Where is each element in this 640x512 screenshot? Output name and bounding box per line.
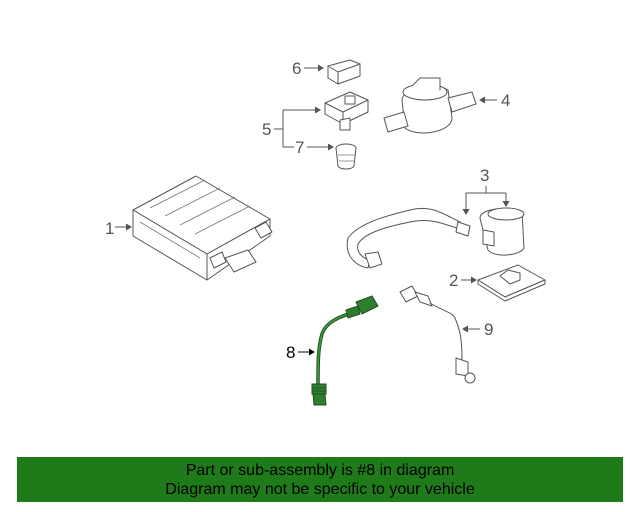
part-4-purge-valve[interactable] [383, 77, 477, 134]
svg-text:8: 8 [286, 343, 295, 362]
svg-text:5: 5 [262, 120, 271, 139]
svg-text:1: 1 [105, 219, 114, 238]
part-9-sensor[interactable] [399, 285, 476, 384]
callout-8: 8 [286, 343, 315, 362]
callout-9: 9 [462, 320, 493, 339]
svg-text:7: 7 [295, 138, 304, 157]
callout-6: 6 [292, 59, 324, 78]
part-6-clip[interactable] [327, 59, 361, 85]
part-5-valve[interactable] [324, 91, 369, 131]
callout-7: 7 [295, 138, 334, 157]
svg-text:3: 3 [480, 166, 489, 185]
callout-3: 3 [462, 166, 510, 215]
banner-line-1: Part or sub-assembly is #8 in diagram [185, 461, 455, 479]
part-1-canister[interactable] [132, 175, 273, 281]
svg-text:4: 4 [501, 91, 510, 110]
parts-diagram: 1 2 3 4 5 6 7 8 9 [105, 59, 546, 406]
part-8-sensor-highlighted[interactable] [311, 295, 379, 406]
part-3-hose-assembly[interactable] [346, 207, 525, 269]
info-banner: Part or sub-assembly is #8 in diagram Di… [17, 457, 623, 502]
callout-1: 1 [105, 219, 132, 238]
callout-5: 5 [262, 106, 321, 148]
part-2-bracket[interactable] [477, 264, 546, 302]
callout-4: 4 [479, 91, 510, 110]
svg-text:2: 2 [449, 271, 458, 290]
callout-2: 2 [449, 271, 477, 290]
part-7-plug[interactable] [335, 143, 357, 170]
svg-text:6: 6 [292, 59, 301, 78]
banner-line-2: Diagram may not be specific to your vehi… [165, 480, 475, 498]
svg-text:9: 9 [484, 320, 493, 339]
